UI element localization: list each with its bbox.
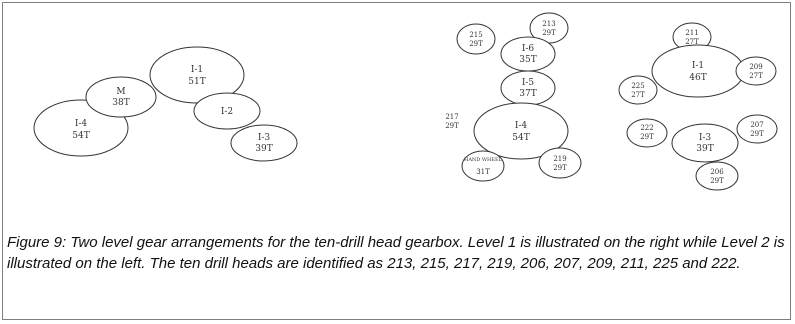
gear-label: 219 (553, 155, 566, 163)
gear-label: HAND WHEEL (464, 157, 503, 163)
gear-teeth: 29T (553, 164, 567, 172)
gear-teeth: 39T (255, 144, 272, 154)
gear-label: 213 (542, 20, 555, 28)
gear-label: 206 (710, 168, 724, 176)
gear-label: M (116, 87, 125, 97)
gear-i3-right: I-3 39T (671, 123, 739, 163)
gear-label: I-1 (191, 65, 203, 75)
gear-225: 225 27T (618, 75, 658, 105)
gear-teeth: 35T (519, 55, 536, 65)
gear-label: I-3 (258, 133, 271, 143)
gear-teeth: 27T (631, 91, 645, 99)
gear-label: 215 (469, 31, 482, 39)
left-gear-diagram: I-4 54T M 38T I-1 51T I-2 I-3 39T (33, 46, 298, 162)
gear-i1-right: I-1 46T (651, 44, 745, 98)
middle-gear-diagram: 215 29T 213 29T I-6 35T I-5 37T I-4 (445, 12, 582, 182)
gear-teeth: 27T (749, 72, 763, 80)
gear-label: I-3 (699, 133, 712, 143)
gear-label: I-6 (522, 44, 535, 54)
gear-label: I-5 (522, 78, 535, 88)
gear-teeth: 27T (685, 38, 699, 46)
figure-border (2, 2, 791, 320)
gear-209: 209 27T (735, 56, 777, 86)
gear-label: I-2 (221, 107, 233, 117)
gear-m: M 38T (85, 76, 157, 118)
gear-i6: I-6 35T (500, 36, 556, 72)
gear-215: 215 29T (456, 23, 496, 55)
gear-hand-wheel: HAND WHEEL 31T (461, 150, 505, 182)
gear-teeth: 54T (72, 131, 89, 141)
gear-teeth: 29T (750, 130, 764, 138)
right-gear-diagram: 211 27T I-1 46T 209 27T 225 27T 222 (618, 22, 778, 191)
gear-label: 217 (445, 113, 458, 121)
gear-teeth: 31T (476, 168, 490, 176)
gear-teeth: 37T (519, 89, 536, 99)
gear-teeth: 29T (445, 122, 459, 130)
gear-207: 207 29T (736, 114, 778, 144)
gear-i4-middle: I-4 54T (473, 102, 569, 160)
gear-arrangement-diagram: I-4 54T M 38T I-1 51T I-2 I-3 39T (33, 12, 778, 191)
gear-i2-left: I-2 (193, 92, 261, 130)
gear-i5: I-5 37T (500, 70, 556, 106)
gear-teeth: 46T (689, 73, 706, 83)
gear-teeth: 29T (640, 133, 654, 141)
gear-label: 211 (685, 29, 698, 37)
gear-219: 219 29T (538, 147, 582, 179)
gear-teeth: 29T (469, 40, 483, 48)
gear-teeth: 54T (512, 133, 529, 143)
gear-label: I-4 (515, 121, 528, 131)
gear-label: 222 (640, 124, 653, 132)
gear-label: 207 (750, 121, 763, 129)
gear-label: 209 (749, 63, 762, 71)
gear-label: I-4 (75, 119, 88, 129)
gear-213: 213 29T (529, 12, 569, 44)
gear-teeth: 38T (112, 98, 129, 108)
gear-222: 222 29T (626, 118, 668, 148)
gear-teeth: 51T (188, 77, 205, 87)
gear-label: I-1 (692, 61, 704, 71)
gear-label: 225 (631, 82, 644, 90)
gear-i3-left: I-3 39T (230, 124, 298, 162)
gear-teeth: 29T (710, 177, 724, 185)
figure-caption: Figure 9: Two level gear arrangements fo… (7, 234, 785, 272)
gear-206: 206 29T (695, 161, 739, 191)
gear-217-label: 217 29T (445, 113, 459, 130)
gear-teeth: 29T (542, 29, 556, 37)
gear-teeth: 39T (696, 144, 713, 154)
